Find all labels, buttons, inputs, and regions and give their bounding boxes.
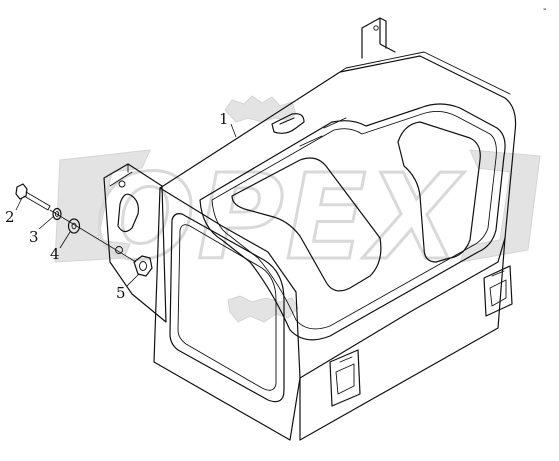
box-rear-tab: [361, 17, 396, 59]
bolt: [15, 183, 51, 211]
bracket-keyhole: [117, 193, 139, 233]
part-label-3: 3: [29, 228, 39, 246]
part-label-5: 5: [116, 284, 126, 302]
box-right-bottom-edge: [299, 237, 506, 441]
box-latch-side: [483, 265, 513, 317]
box-front-window: [169, 213, 285, 403]
bracket-fold: [109, 163, 133, 187]
watermark-gear-bottom: [227, 295, 299, 323]
mounting-bracket: [103, 163, 167, 323]
leader-5: [126, 273, 140, 287]
box-top-rear-edge: [339, 51, 511, 95]
leader-2: [15, 197, 23, 211]
fastener-axis: [49, 209, 137, 263]
battery-box: [153, 17, 517, 441]
watermark-swoosh-right: [459, 149, 541, 263]
part-label-4: 4: [50, 245, 60, 263]
part-label-2: 2: [5, 208, 15, 226]
box-lid-inner-contour: [211, 111, 497, 330]
spring-washer: [52, 207, 62, 221]
leader-4: [59, 231, 71, 249]
box-front-face: [153, 187, 301, 441]
box-front-window-inner: [177, 224, 277, 391]
box-top-face: [159, 55, 517, 379]
corner-mark: -: [543, 4, 547, 15]
leader-3: [38, 215, 55, 230]
box-top-slot-1: [271, 113, 305, 134]
watermark-text: OPEX: [95, 148, 464, 286]
box-lid-recess-right: [397, 121, 481, 263]
leader-1: [230, 123, 237, 138]
nut: [133, 255, 153, 277]
box-rear-tab-hole: [373, 25, 379, 31]
watermark-swoosh-left: [54, 149, 151, 263]
box-latch-front: [329, 349, 361, 407]
box-lid-contour: [199, 103, 506, 341]
box-lid-recess-left: [231, 157, 382, 292]
box-top-slots-2: [299, 117, 347, 147]
part-label-1: 1: [219, 110, 229, 128]
watermark-gear-top: [224, 95, 297, 123]
bracket-hole-top: [118, 180, 126, 188]
watermark-logo: OPEX: [54, 95, 541, 323]
